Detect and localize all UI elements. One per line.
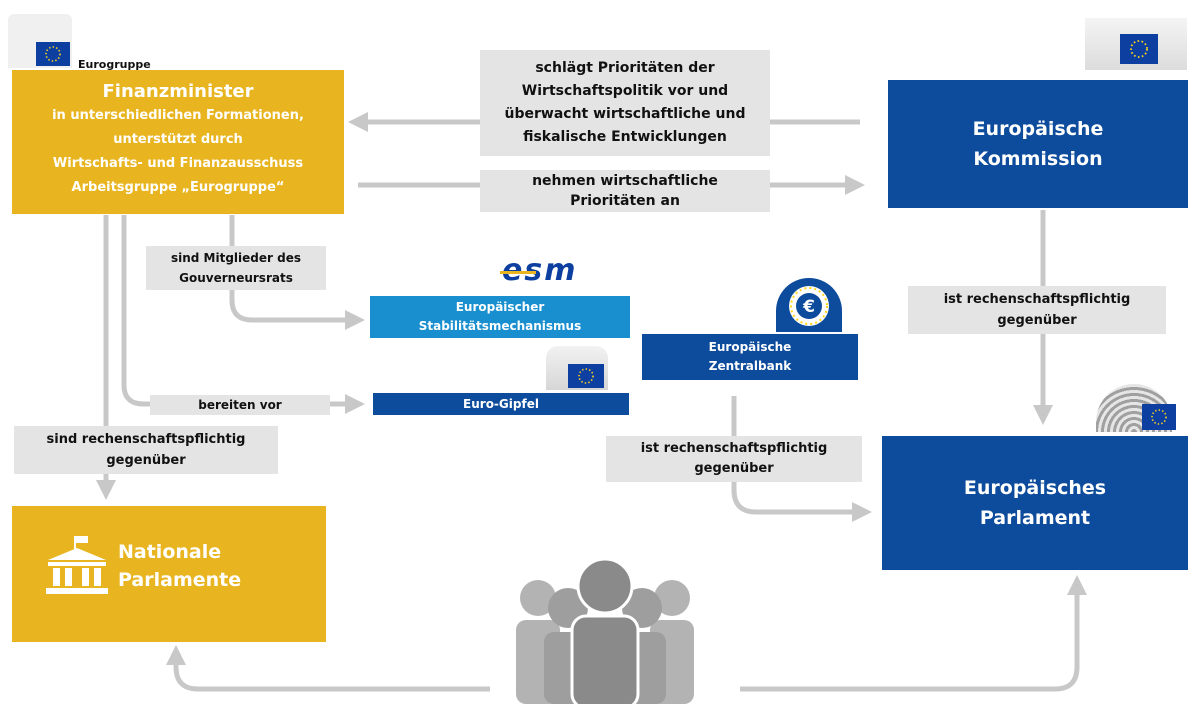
label-adopt-line-1: nehmen wirtschaftliche	[532, 173, 718, 189]
finance-line-3: Wirtschafts- und Finanzausschuss	[52, 156, 304, 171]
esm-logo: esm	[502, 253, 578, 288]
label-proposes-line-2: Wirtschaftspolitik vor und	[521, 83, 729, 99]
label-ecb-accountable-line-1: ist rechenschaftspflichtig	[640, 441, 828, 456]
national-line-2: Parlamente	[118, 569, 242, 591]
esm-box: Europäischer Stabilitätsmechanismus	[370, 296, 630, 338]
eu-flag-icon	[1120, 34, 1158, 64]
arrow-finance-to-esm	[229, 215, 365, 330]
finance-line-2: unterstützt durch	[113, 132, 243, 147]
label-commission-accountable-line-2: gegenüber	[997, 313, 1077, 328]
eu-flag-icon	[1142, 404, 1176, 430]
label-members-line-2: Gouverneursrats	[179, 271, 293, 285]
label-governors-members: sind Mitglieder des Gouverneursrats	[146, 246, 326, 290]
finance-title: Finanzminister	[102, 81, 254, 102]
finance-line-1: in unterschiedlichen Formationen,	[52, 108, 304, 123]
arrow-ecb-to-parliament	[731, 396, 872, 522]
european-parliament-box: Europäisches Parlament	[882, 436, 1188, 570]
parliament-line-2: Parlament	[979, 507, 1091, 529]
label-proposes-line-4: fiskalische Entwicklungen	[523, 129, 727, 145]
label-commission-accountable: ist rechenschaftspflichtig gegenüber	[908, 286, 1166, 334]
people-icon	[516, 557, 694, 704]
label-national-accountable-line-1: sind rechenschaftspflichtig	[46, 432, 246, 447]
label-ecb-accountable-line-2: gegenüber	[694, 461, 774, 476]
label-adopt-priorities: nehmen wirtschaftliche Prioritäten an	[480, 170, 770, 212]
national-parliaments-box: Nationale Parlamente	[12, 506, 326, 642]
national-line-1: Nationale	[118, 541, 222, 563]
euro-summit-box: Euro-Gipfel	[373, 393, 629, 415]
euro-icon: €	[803, 297, 815, 317]
ecb-line-1: Europäische	[708, 340, 792, 354]
building-icon	[46, 536, 108, 594]
label-prepare: bereiten vor	[150, 395, 330, 415]
ecb-line-2: Zentralbank	[708, 359, 792, 373]
eu-flag-icon	[36, 42, 70, 66]
commission-box: Europäische Kommission	[888, 80, 1188, 208]
esm-line-2: Stabilitätsmechanismus	[418, 319, 582, 333]
label-members-line-1: sind Mitglieder des	[170, 251, 301, 265]
label-national-accountable: sind rechenschaftspflichtig gegenüber	[14, 426, 278, 474]
label-adopt-line-2: Prioritäten an	[570, 193, 680, 209]
label-national-accountable-line-2: gegenüber	[106, 453, 186, 468]
label-proposes-line-1: schlägt Prioritäten der	[535, 60, 715, 76]
national-label: Nationale Parlamente	[118, 538, 241, 594]
finance-ministers-box: Finanzminister in unterschiedlichen Form…	[12, 70, 344, 214]
commission-line-1: Europäische	[972, 118, 1104, 140]
ecb-box: Europäische Zentralbank	[642, 334, 858, 380]
esm-logo-accent	[500, 271, 536, 274]
label-ecb-accountable: ist rechenschaftspflichtig gegenüber	[606, 436, 862, 482]
finance-line-4: Arbeitsgruppe „Eurogruppe“	[71, 180, 285, 195]
label-proposes-priorities: schlägt Prioritäten der Wirtschaftspolit…	[480, 50, 770, 156]
eu-flag-icon	[568, 364, 604, 388]
esm-line-1: Europäischer	[455, 300, 545, 314]
arrow-people-to-national	[166, 645, 490, 692]
ecb-building-icon	[776, 278, 842, 332]
commission-line-2: Kommission	[973, 148, 1103, 170]
arrow-finance-to-summit	[121, 215, 365, 414]
parliament-line-1: Europäisches	[963, 477, 1107, 499]
label-commission-accountable-line-1: ist rechenschaftspflichtig	[943, 292, 1131, 307]
label-proposes-line-3: überwacht wirtschaftliche und	[504, 106, 746, 122]
eurogroup-label: Eurogruppe	[78, 58, 151, 71]
arrow-people-to-parliament	[740, 575, 1087, 692]
